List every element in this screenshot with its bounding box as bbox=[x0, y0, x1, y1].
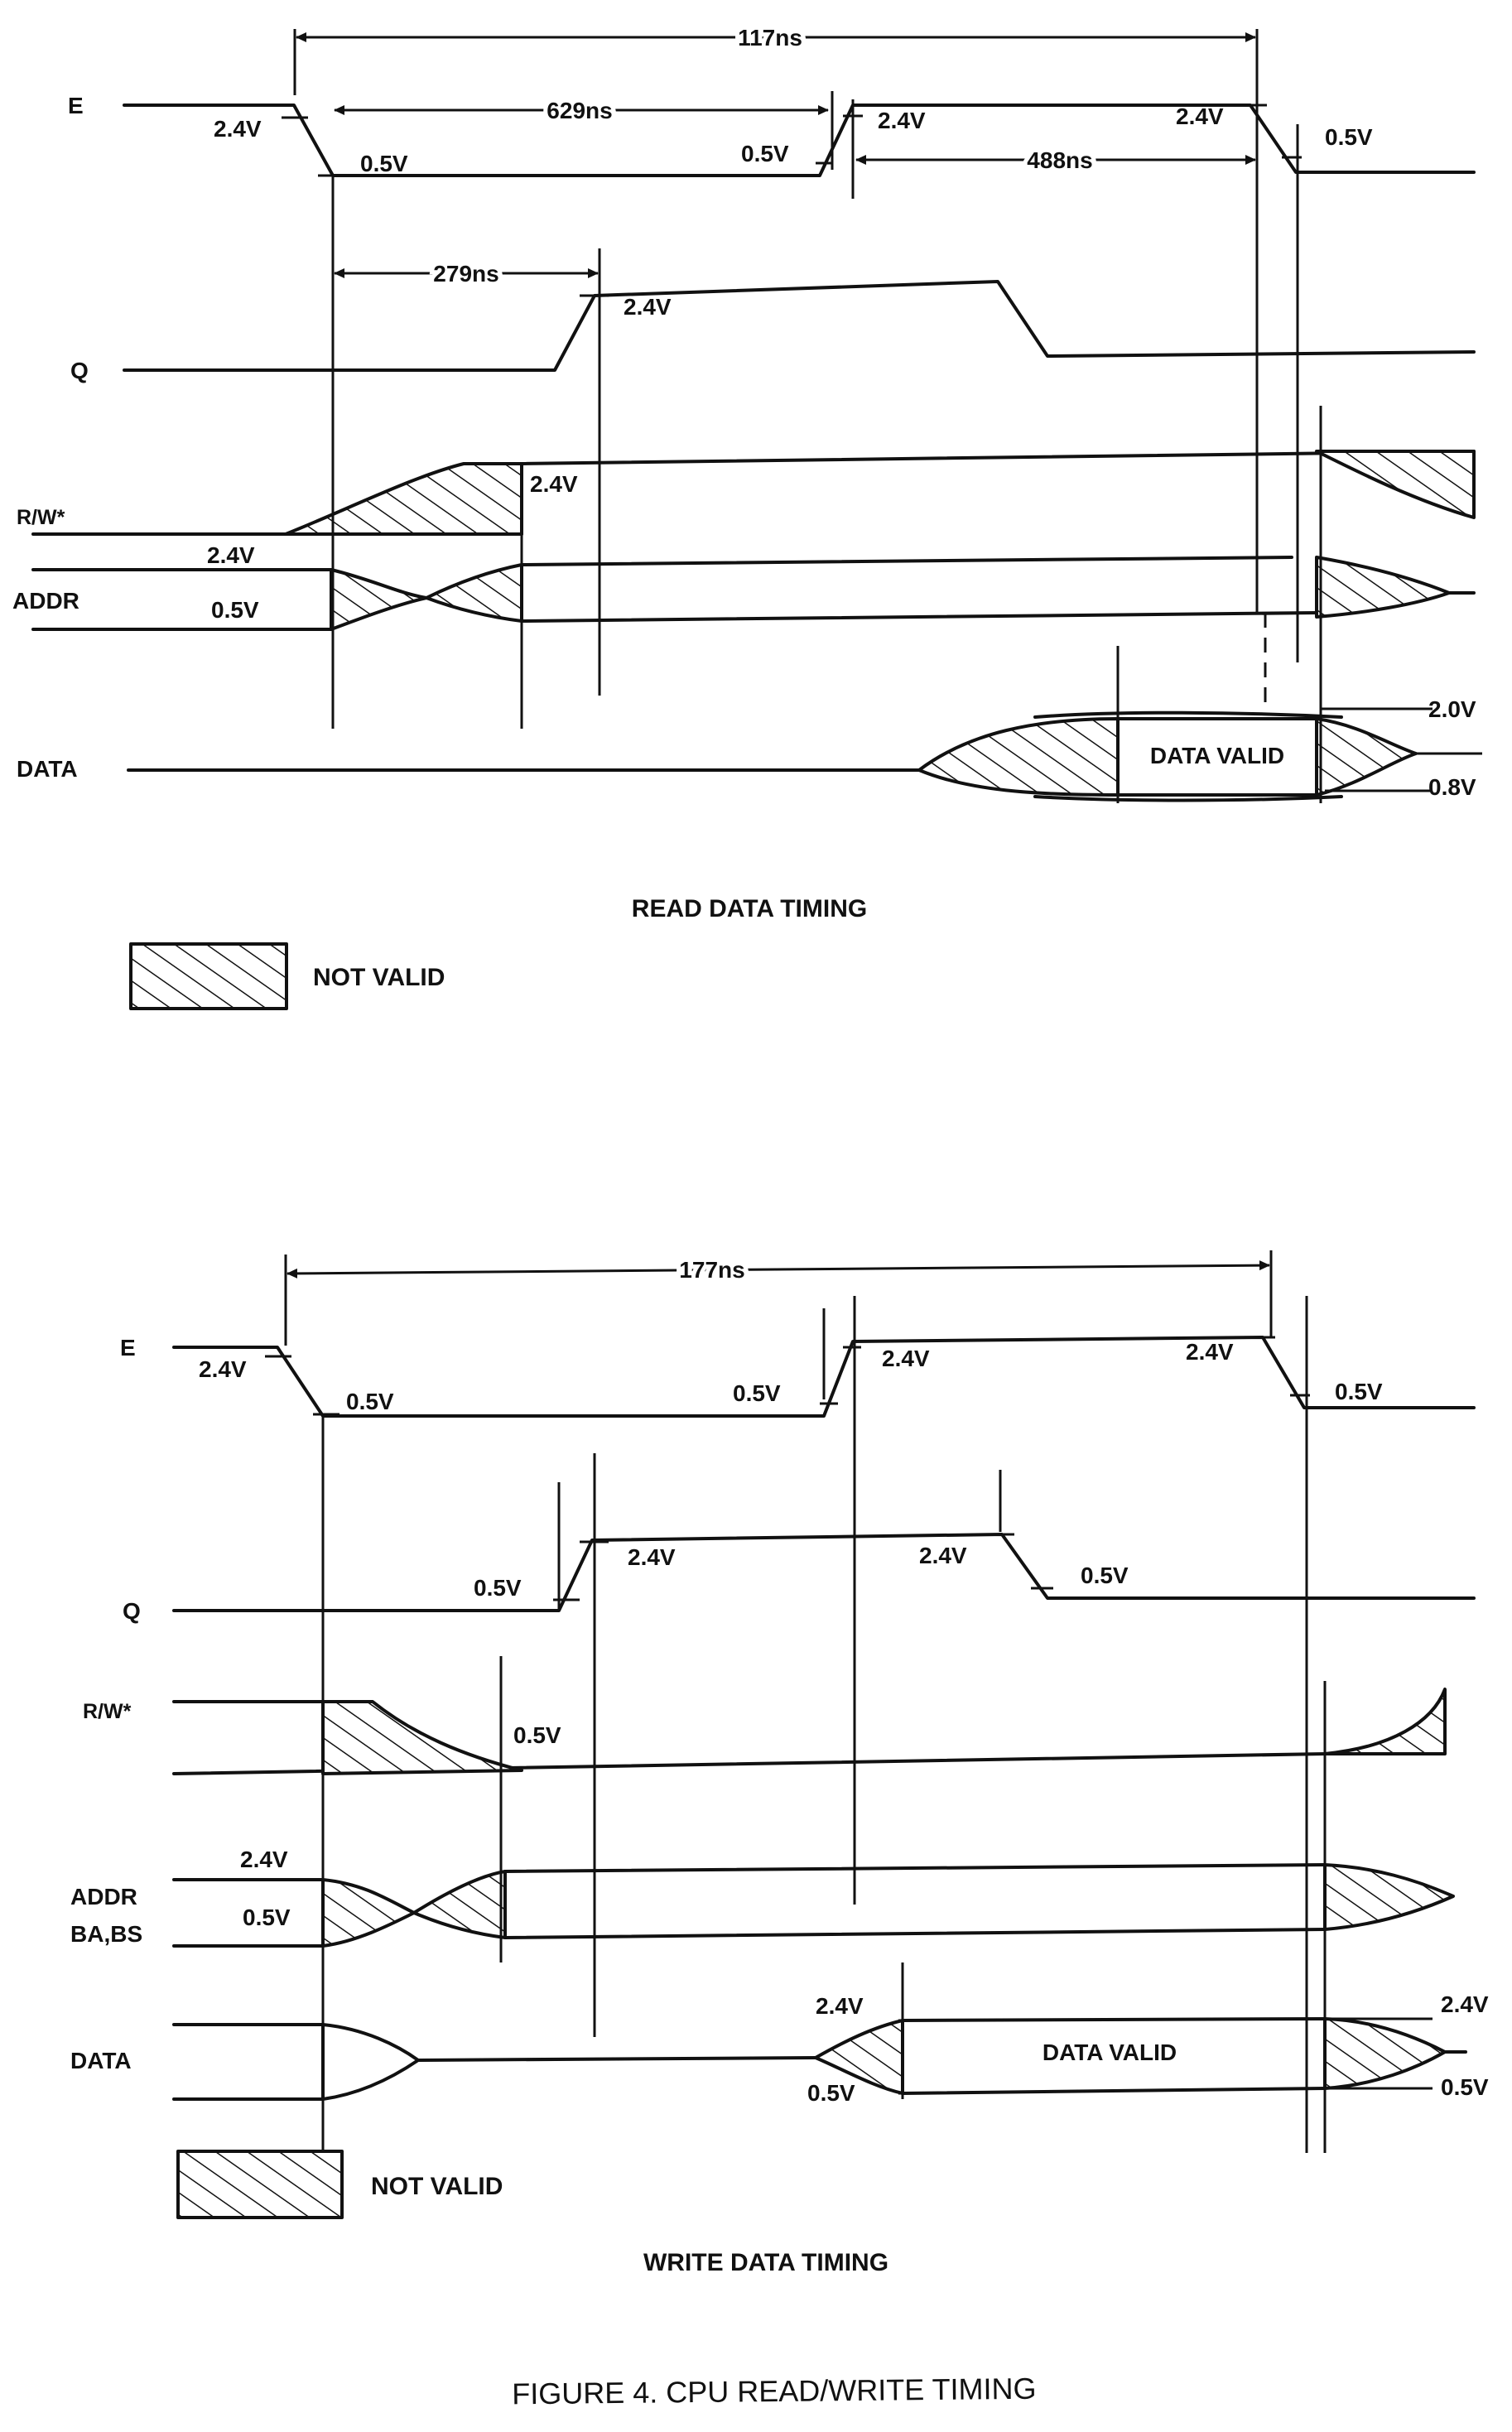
write-level: 2.4V bbox=[240, 1847, 288, 1872]
write-level: 0.5V bbox=[1081, 1563, 1129, 1588]
read-rw-waveform bbox=[31, 450, 1476, 536]
write-signal-addr: ADDR bbox=[70, 1884, 137, 1909]
write-level: 0.5V bbox=[474, 1575, 522, 1601]
read-level: 0.8V bbox=[1428, 774, 1476, 800]
write-level: 2.4V bbox=[199, 1356, 247, 1382]
read-timing-t4: 279ns bbox=[433, 261, 498, 287]
read-timing-section: 117ns 629ns 488ns 279ns 2.4V 0.5V 0.5V 2… bbox=[12, 21, 1482, 1010]
write-level: 0.5V bbox=[1335, 1379, 1383, 1404]
read-signal-q: Q bbox=[70, 358, 89, 383]
write-q-waveform bbox=[172, 1533, 1476, 1612]
write-level: 2.4V bbox=[1186, 1339, 1234, 1365]
read-level: 0.5V bbox=[360, 151, 408, 176]
write-signal-rw: R/W* bbox=[83, 1700, 132, 1723]
read-dimension-arrows bbox=[296, 32, 1256, 278]
write-timing-t1: 177ns bbox=[679, 1257, 744, 1283]
read-legend-swatch bbox=[129, 942, 288, 1010]
read-level: 2.4V bbox=[214, 116, 262, 142]
write-level: 0.5V bbox=[807, 2080, 855, 2106]
write-signal-q: Q bbox=[123, 1598, 141, 1624]
write-level: 0.5V bbox=[1441, 2074, 1489, 2100]
write-signal-ba-bs: BA,BS bbox=[70, 1921, 142, 1947]
read-level: 2.4V bbox=[207, 542, 255, 568]
write-caption: WRITE DATA TIMING bbox=[643, 2249, 888, 2276]
write-data-waveform bbox=[172, 2017, 1467, 2101]
read-level: 0.5V bbox=[211, 597, 259, 623]
read-level: 0.5V bbox=[1325, 124, 1373, 150]
read-data-valid-label: DATA VALID bbox=[1150, 743, 1284, 768]
write-reference-lines bbox=[284, 1250, 1327, 2153]
read-reference-lines bbox=[293, 29, 1322, 803]
write-level: 2.4V bbox=[882, 1346, 930, 1371]
read-signal-rw: R/W* bbox=[17, 506, 65, 529]
read-level: 2.4V bbox=[878, 108, 926, 133]
read-signal-addr: ADDR bbox=[12, 588, 79, 614]
read-legend-label: NOT VALID bbox=[313, 964, 445, 991]
figure-title: FIGURE 4. CPU READ/WRITE TIMING bbox=[512, 2372, 1037, 2411]
write-level: 2.4V bbox=[919, 1543, 967, 1568]
read-signal-e: E bbox=[68, 93, 84, 118]
write-level: 0.5V bbox=[243, 1905, 291, 1930]
read-level: 0.5V bbox=[741, 141, 789, 166]
read-caption: READ DATA TIMING bbox=[632, 895, 867, 922]
write-data-valid-label: DATA VALID bbox=[1043, 2040, 1177, 2065]
write-level: 2.4V bbox=[1441, 1991, 1489, 2017]
read-e-waveform bbox=[123, 104, 1476, 177]
write-timing-section: 177ns 2.4V 0.5V 0.5V 2.4V 2.4V 0.5V 0.5V… bbox=[70, 1250, 1489, 2276]
read-level: 2.4V bbox=[1176, 104, 1224, 129]
read-timing-t1: 117ns bbox=[738, 25, 802, 51]
read-level: 2.4V bbox=[530, 471, 578, 497]
write-signal-data: DATA bbox=[70, 2048, 132, 2073]
write-dimension-arrow bbox=[287, 1260, 1270, 1279]
write-level: 0.5V bbox=[513, 1722, 561, 1748]
read-level: 2.0V bbox=[1428, 696, 1476, 722]
write-legend-swatch bbox=[176, 2150, 344, 2219]
read-level: 2.4V bbox=[624, 294, 672, 320]
write-legend-label: NOT VALID bbox=[371, 2173, 503, 2200]
read-timing-t3: 488ns bbox=[1027, 147, 1092, 173]
read-timing-t2: 629ns bbox=[547, 98, 612, 123]
write-level: 2.4V bbox=[628, 1544, 676, 1570]
write-level: 2.4V bbox=[816, 1993, 864, 2019]
read-signal-data: DATA bbox=[17, 756, 78, 782]
write-rw-waveform bbox=[172, 1688, 1447, 1775]
read-addr-waveform bbox=[31, 556, 1476, 631]
write-level: 0.5V bbox=[733, 1380, 781, 1406]
write-signal-e: E bbox=[120, 1335, 136, 1360]
read-q-waveform bbox=[123, 280, 1476, 372]
write-level: 0.5V bbox=[346, 1389, 394, 1414]
write-addr-waveform bbox=[172, 1863, 1455, 1948]
